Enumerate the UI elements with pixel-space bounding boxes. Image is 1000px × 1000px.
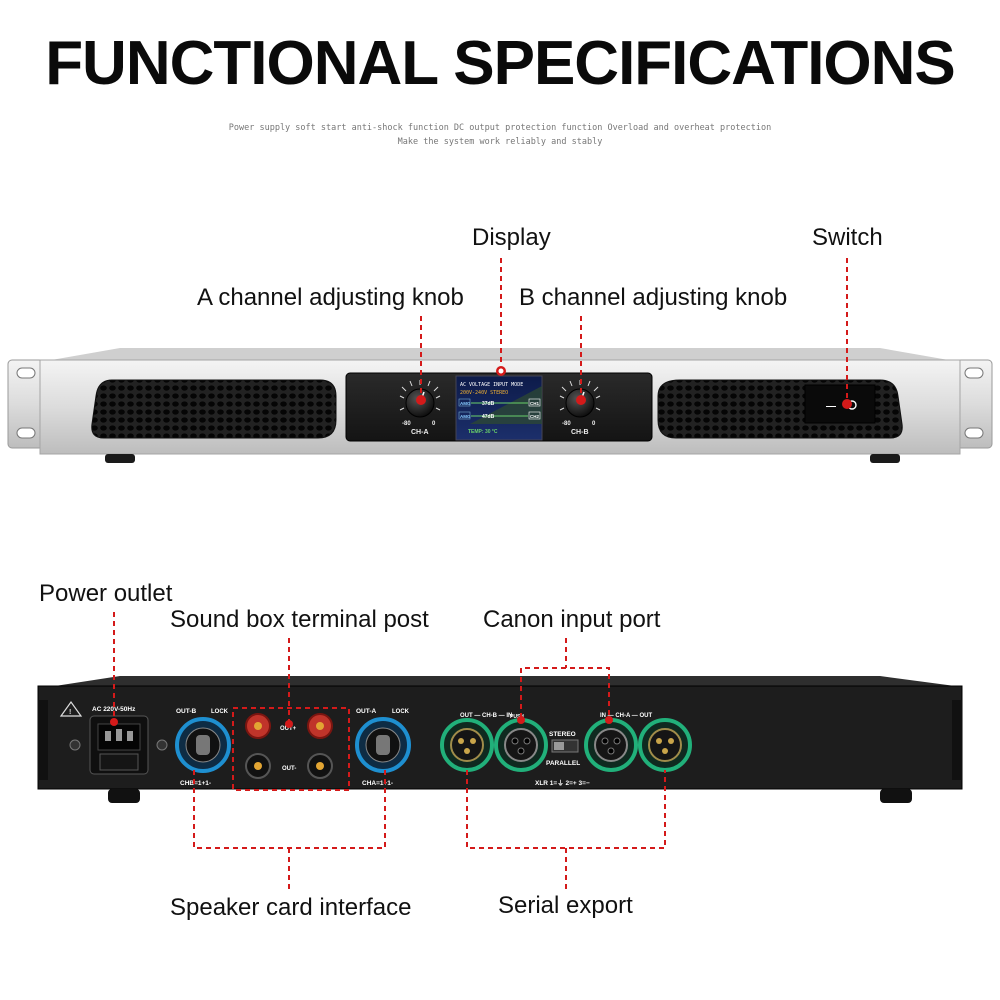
power-switch[interactable] <box>804 384 876 424</box>
front-callouts <box>420 258 848 400</box>
ac-label: AC 220V-50Hz <box>92 706 136 713</box>
display-label: Display <box>472 224 551 251</box>
stereo-label: STEREO <box>549 731 576 738</box>
speaker-card-label: Speaker card interface <box>170 894 412 921</box>
xlr-in-b[interactable] <box>494 718 548 772</box>
lock-a-label: LOCK <box>392 709 410 715</box>
rack-hole <box>16 367 36 379</box>
binding-posts[interactable] <box>245 713 333 779</box>
svg-text:!: ! <box>69 709 71 716</box>
knob-b-max: 0 <box>592 421 596 427</box>
foot <box>105 454 135 463</box>
speakon-a[interactable] <box>355 717 411 773</box>
switch-label: Switch <box>812 224 883 251</box>
callout-dots <box>416 366 852 409</box>
power-outlet-label: Power outlet <box>39 580 173 607</box>
xlr-pins-label: XLR 1=⏚ 2=+ 3=− <box>535 779 590 787</box>
cha-pins-label: CHA=1+1- <box>362 780 393 787</box>
svg-text:—: — <box>826 401 836 412</box>
knob-b-label: CH-B <box>571 429 589 436</box>
front-top-lid <box>40 348 960 362</box>
knob-a-min: -80 <box>402 421 411 427</box>
stereo-parallel-switch[interactable] <box>551 739 579 753</box>
page-title: FUNCTIONAL SPECIFICATIONS <box>45 29 956 98</box>
parallel-label: PARALLEL <box>546 760 580 767</box>
rack-hole <box>16 427 36 439</box>
screen-chb-tag: AMG <box>460 414 471 419</box>
left-vent <box>91 379 337 439</box>
out-b-label: OUT-B <box>176 708 197 715</box>
display-screen: AC VOLTAGE INPUT MODE 200V-240V STEREO A… <box>455 375 543 441</box>
subtitle-line-2: Make the system work reliably and stably <box>397 137 603 147</box>
screen-chb-value: 47dB <box>482 414 495 420</box>
lock-b-label: LOCK <box>211 709 229 715</box>
screen-line-2: 200V-240V STEREO <box>460 390 508 396</box>
sound-box-label: Sound box terminal post <box>170 606 429 633</box>
rear-callout-dots <box>110 716 613 728</box>
foot <box>870 454 900 463</box>
push-b-label: PUSH <box>510 714 524 720</box>
xlr-b-header: OUT — CH-B — IN <box>460 713 512 719</box>
xlr-out-b[interactable] <box>440 718 494 772</box>
screen-line-1: AC VOLTAGE INPUT MODE <box>460 382 523 388</box>
xlr-in-a[interactable] <box>584 718 638 772</box>
xlr-a-header: IN — CH-A — OUT <box>600 713 652 719</box>
out-plus-label: OUT+ <box>280 726 297 732</box>
screen-chb-end: CH2 <box>530 414 539 419</box>
screen-cha-tag: AMG <box>460 401 471 406</box>
rear-callouts <box>113 612 666 890</box>
rack-hole <box>964 367 984 379</box>
speakon-b[interactable] <box>175 717 231 773</box>
canon-input-label: Canon input port <box>483 606 661 633</box>
screen-cha-value: 37dB <box>482 401 495 407</box>
serial-export-label: Serial export <box>498 892 633 919</box>
knob-a-max: 0 <box>432 421 436 427</box>
chb-pins-label: CHB=1+1- <box>180 780 211 787</box>
subtitle-line-1: Power supply soft start anti-shock funct… <box>228 123 772 133</box>
xlr-out-a[interactable] <box>638 718 692 772</box>
out-a-label: OUT-A <box>356 708 377 715</box>
a-knob-label: A channel adjusting knob <box>197 284 464 311</box>
ac-power-inlet[interactable]: ! <box>59 700 168 775</box>
rack-hole <box>964 427 984 439</box>
screen-temp: TEMP: 30 °C <box>468 429 498 435</box>
screen-cha-end: CH1 <box>530 401 539 406</box>
b-knob-label: B channel adjusting knob <box>519 284 788 311</box>
knob-a-label: CH-A <box>411 429 429 436</box>
out-minus-label: OUT- <box>282 766 296 772</box>
knob-b-min: -80 <box>562 421 571 427</box>
